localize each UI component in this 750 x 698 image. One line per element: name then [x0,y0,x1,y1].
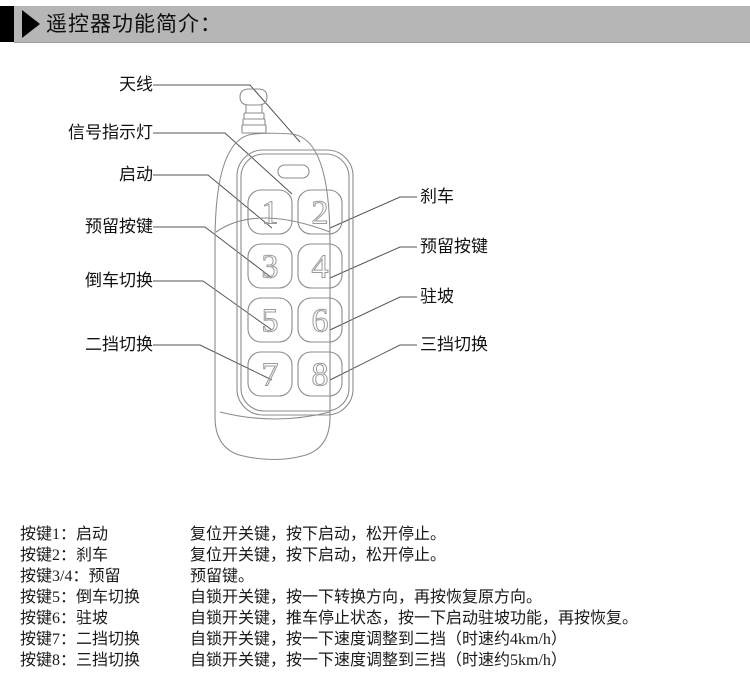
callout-second-gear-switch: 二挡切换 [85,335,153,354]
button-label-6: 6 [312,303,329,340]
callout-reserved-button-left: 预留按键 [85,217,153,236]
header-black-block [0,6,14,42]
spec-key: 按键8：三挡切换 [20,652,141,669]
callout-start: 启动 [119,165,153,184]
callout-reverse-switch: 倒车切换 [85,271,153,290]
spec-row: 按键1：启动 复位开关键，按下启动，松开停止。 [0,524,750,545]
spec-row: 按键3/4：预留 预留键。 [0,566,750,587]
spec-key: 按键6：驻坡 [20,610,109,627]
button-label-7: 7 [262,357,279,394]
button-label-2: 2 [312,195,329,232]
button-label-8: 8 [312,357,329,394]
callout-third-gear-switch: 三挡切换 [420,335,488,354]
spec-key: 按键7：二挡切换 [20,631,141,648]
button-label-4: 4 [312,249,329,286]
button-label-3: 3 [262,249,279,286]
spec-key: 按键1：启动 [20,526,109,543]
spec-desc: 复位开关键，按下启动，松开停止。 [190,547,447,564]
spec-row: 按键2：刹车 复位开关键，按下启动，松开停止。 [0,545,750,566]
remote-diagram: 1 2 3 4 5 6 7 8 天线 信号指示灯 启动 预留按键 倒车切换 二挡… [0,42,750,512]
spec-key: 按键3/4：预留 [20,568,121,585]
section-header: 遥控器功能简介： [0,6,750,43]
remote-control-illustration: 1 2 3 4 5 6 7 8 [214,88,354,460]
button-label-5: 5 [262,303,279,340]
spec-desc: 自锁开关键，按一下速度调整到二挡（时速约4km/h） [190,631,567,648]
spec-row: 按键5：倒车切换 自锁开关键，按一下转换方向，再按恢复原方向。 [0,587,750,608]
spec-row: 按键6：驻坡 自锁开关键，推车停止状态，按一下启动驻坡功能，再按恢复。 [0,608,750,629]
spec-row: 按键7：二挡切换 自锁开关键，按一下速度调整到二挡（时速约4km/h） [0,629,750,650]
callout-brake: 刹车 [420,187,454,206]
page-title: 遥控器功能简介： [46,12,222,36]
callout-hill-hold: 驻坡 [420,287,454,306]
spec-key: 按键5：倒车切换 [20,589,141,606]
button-label-1: 1 [262,195,279,232]
spec-row: 按键8：三挡切换 自锁开关键，按一下速度调整到三挡（时速约5km/h） [0,650,750,671]
led-indicator [277,164,310,179]
callout-antenna: 天线 [119,75,153,94]
callout-reserved-button-right: 预留按键 [420,237,488,256]
spec-desc: 自锁开关键，推车停止状态，按一下启动驻坡功能，再按恢复。 [190,610,639,627]
button-function-list: 按键1：启动 复位开关键，按下启动，松开停止。 按键2：刹车 复位开关键，按下启… [0,524,750,671]
spec-desc: 预留键。 [190,568,255,585]
spec-key: 按键2：刹车 [20,547,109,564]
spec-desc: 自锁开关键，按一下转换方向，再按恢复原方向。 [190,589,543,606]
spec-desc: 复位开关键，按下启动，松开停止。 [190,526,447,543]
header-gray-band [14,6,750,43]
play-triangle-icon [22,10,40,38]
callout-signal-indicator: 信号指示灯 [68,123,153,142]
antenna-icon [239,88,268,134]
spec-desc: 自锁开关键，按一下速度调整到三挡（时速约5km/h） [190,652,567,669]
